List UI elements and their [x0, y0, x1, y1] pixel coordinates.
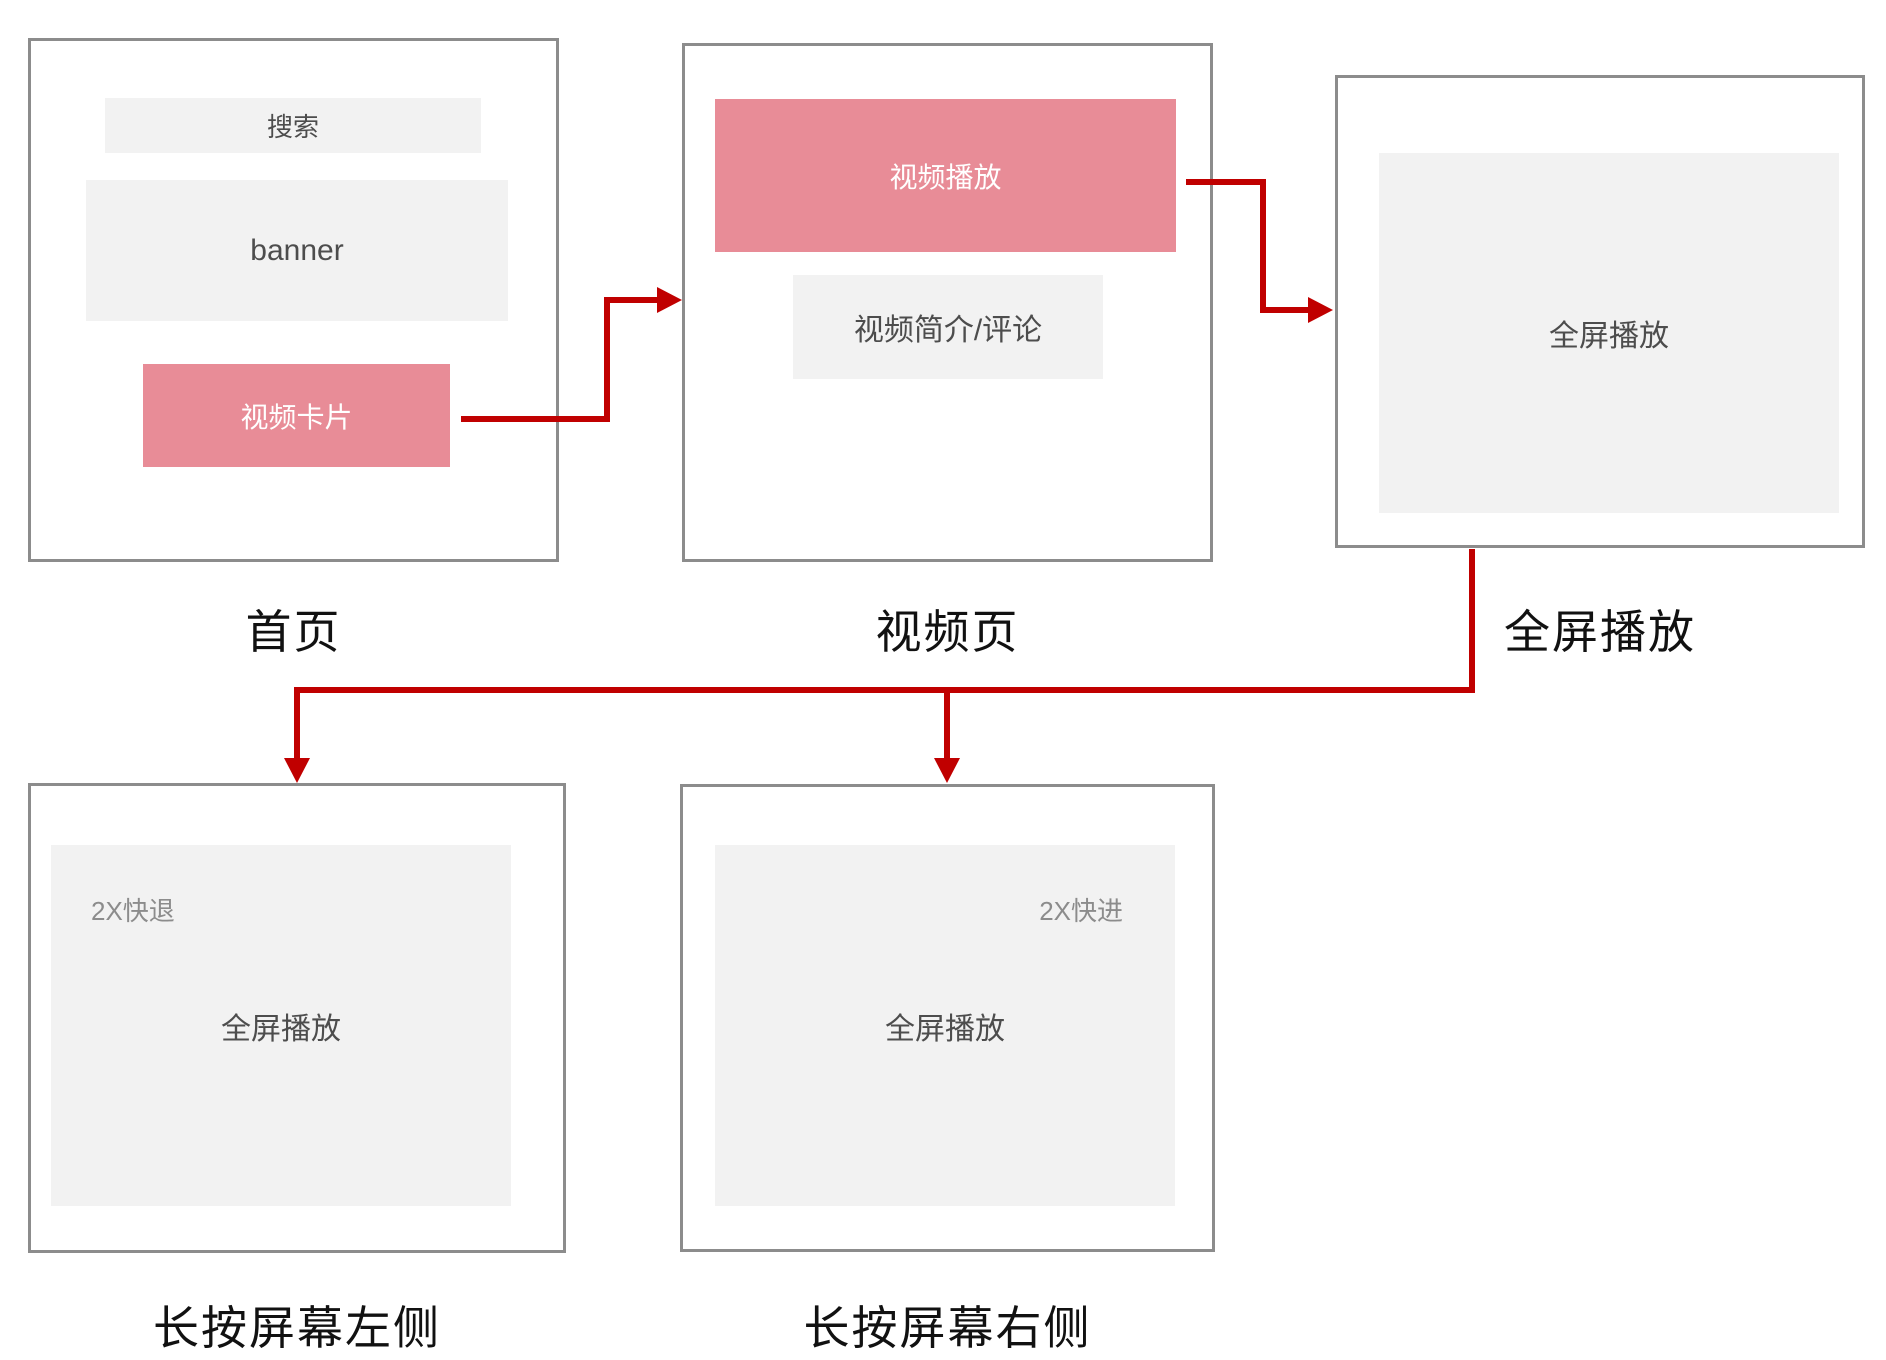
video-player-label: 视频播放 [889, 161, 1002, 193]
connector-player-to-fullscreen-segment [1260, 179, 1266, 313]
connector-card-to-videopage-segment [461, 416, 610, 422]
connector-fullscreen-drop-segment [1469, 549, 1475, 693]
connector-horizontal-bus-segment [294, 687, 1475, 693]
home-screen-frame: 搜索 banner 视频卡片 [28, 38, 559, 562]
connector-card-to-videopage-segment [604, 297, 660, 303]
rewind-hint: 2X快退 [91, 896, 175, 926]
arrowhead-into-press-left [284, 758, 310, 783]
banner-label: banner [250, 233, 344, 267]
press-right-caption: 长按屏幕右侧 [803, 1302, 1092, 1354]
fullscreen-frame: 全屏播放 [1335, 75, 1865, 548]
press-left-caption: 长按屏幕左侧 [153, 1302, 441, 1354]
search-bar: 搜索 [105, 98, 481, 153]
connector-branch-left-segment [294, 687, 300, 760]
video-card-panel: 视频卡片 [143, 364, 450, 467]
video-info-label: 视频简介/评论 [853, 314, 1043, 347]
video-page-caption: 视频页 [875, 606, 1020, 658]
arrowhead-into-press-right [934, 758, 960, 783]
video-player-panel: 视频播放 [715, 99, 1176, 252]
video-card-label: 视频卡片 [240, 401, 353, 433]
connector-player-to-fullscreen-segment [1260, 307, 1310, 313]
press-left-player-panel: 2X快退 全屏播放 [51, 845, 511, 1206]
video-page-frame: 视频播放 视频简介/评论 [682, 43, 1213, 562]
video-info-panel: 视频简介/评论 [793, 275, 1103, 379]
press-left-player-label: 全屏播放 [221, 1012, 341, 1046]
connector-branch-right-segment [944, 687, 950, 760]
fullscreen-player-label: 全屏播放 [1549, 320, 1669, 353]
home-caption: 首页 [245, 606, 342, 658]
press-right-player-label: 全屏播放 [885, 1012, 1005, 1046]
banner-panel: banner [86, 180, 508, 321]
search-bar-label: 搜索 [266, 112, 319, 142]
press-left-frame: 2X快退 全屏播放 [28, 783, 566, 1253]
fullscreen-player-panel: 全屏播放 [1379, 153, 1839, 513]
press-right-frame: 2X快进 全屏播放 [680, 784, 1215, 1252]
press-right-player-panel: 2X快进 全屏播放 [715, 845, 1175, 1206]
connector-card-to-videopage-segment [604, 297, 610, 422]
connector-player-to-fullscreen-segment [1186, 179, 1266, 185]
fullscreen-caption: 全屏播放 [1504, 606, 1696, 658]
arrowhead-into-video-page [657, 287, 682, 313]
arrowhead-into-fullscreen [1308, 297, 1333, 323]
fast-forward-hint: 2X快进 [1039, 896, 1123, 926]
